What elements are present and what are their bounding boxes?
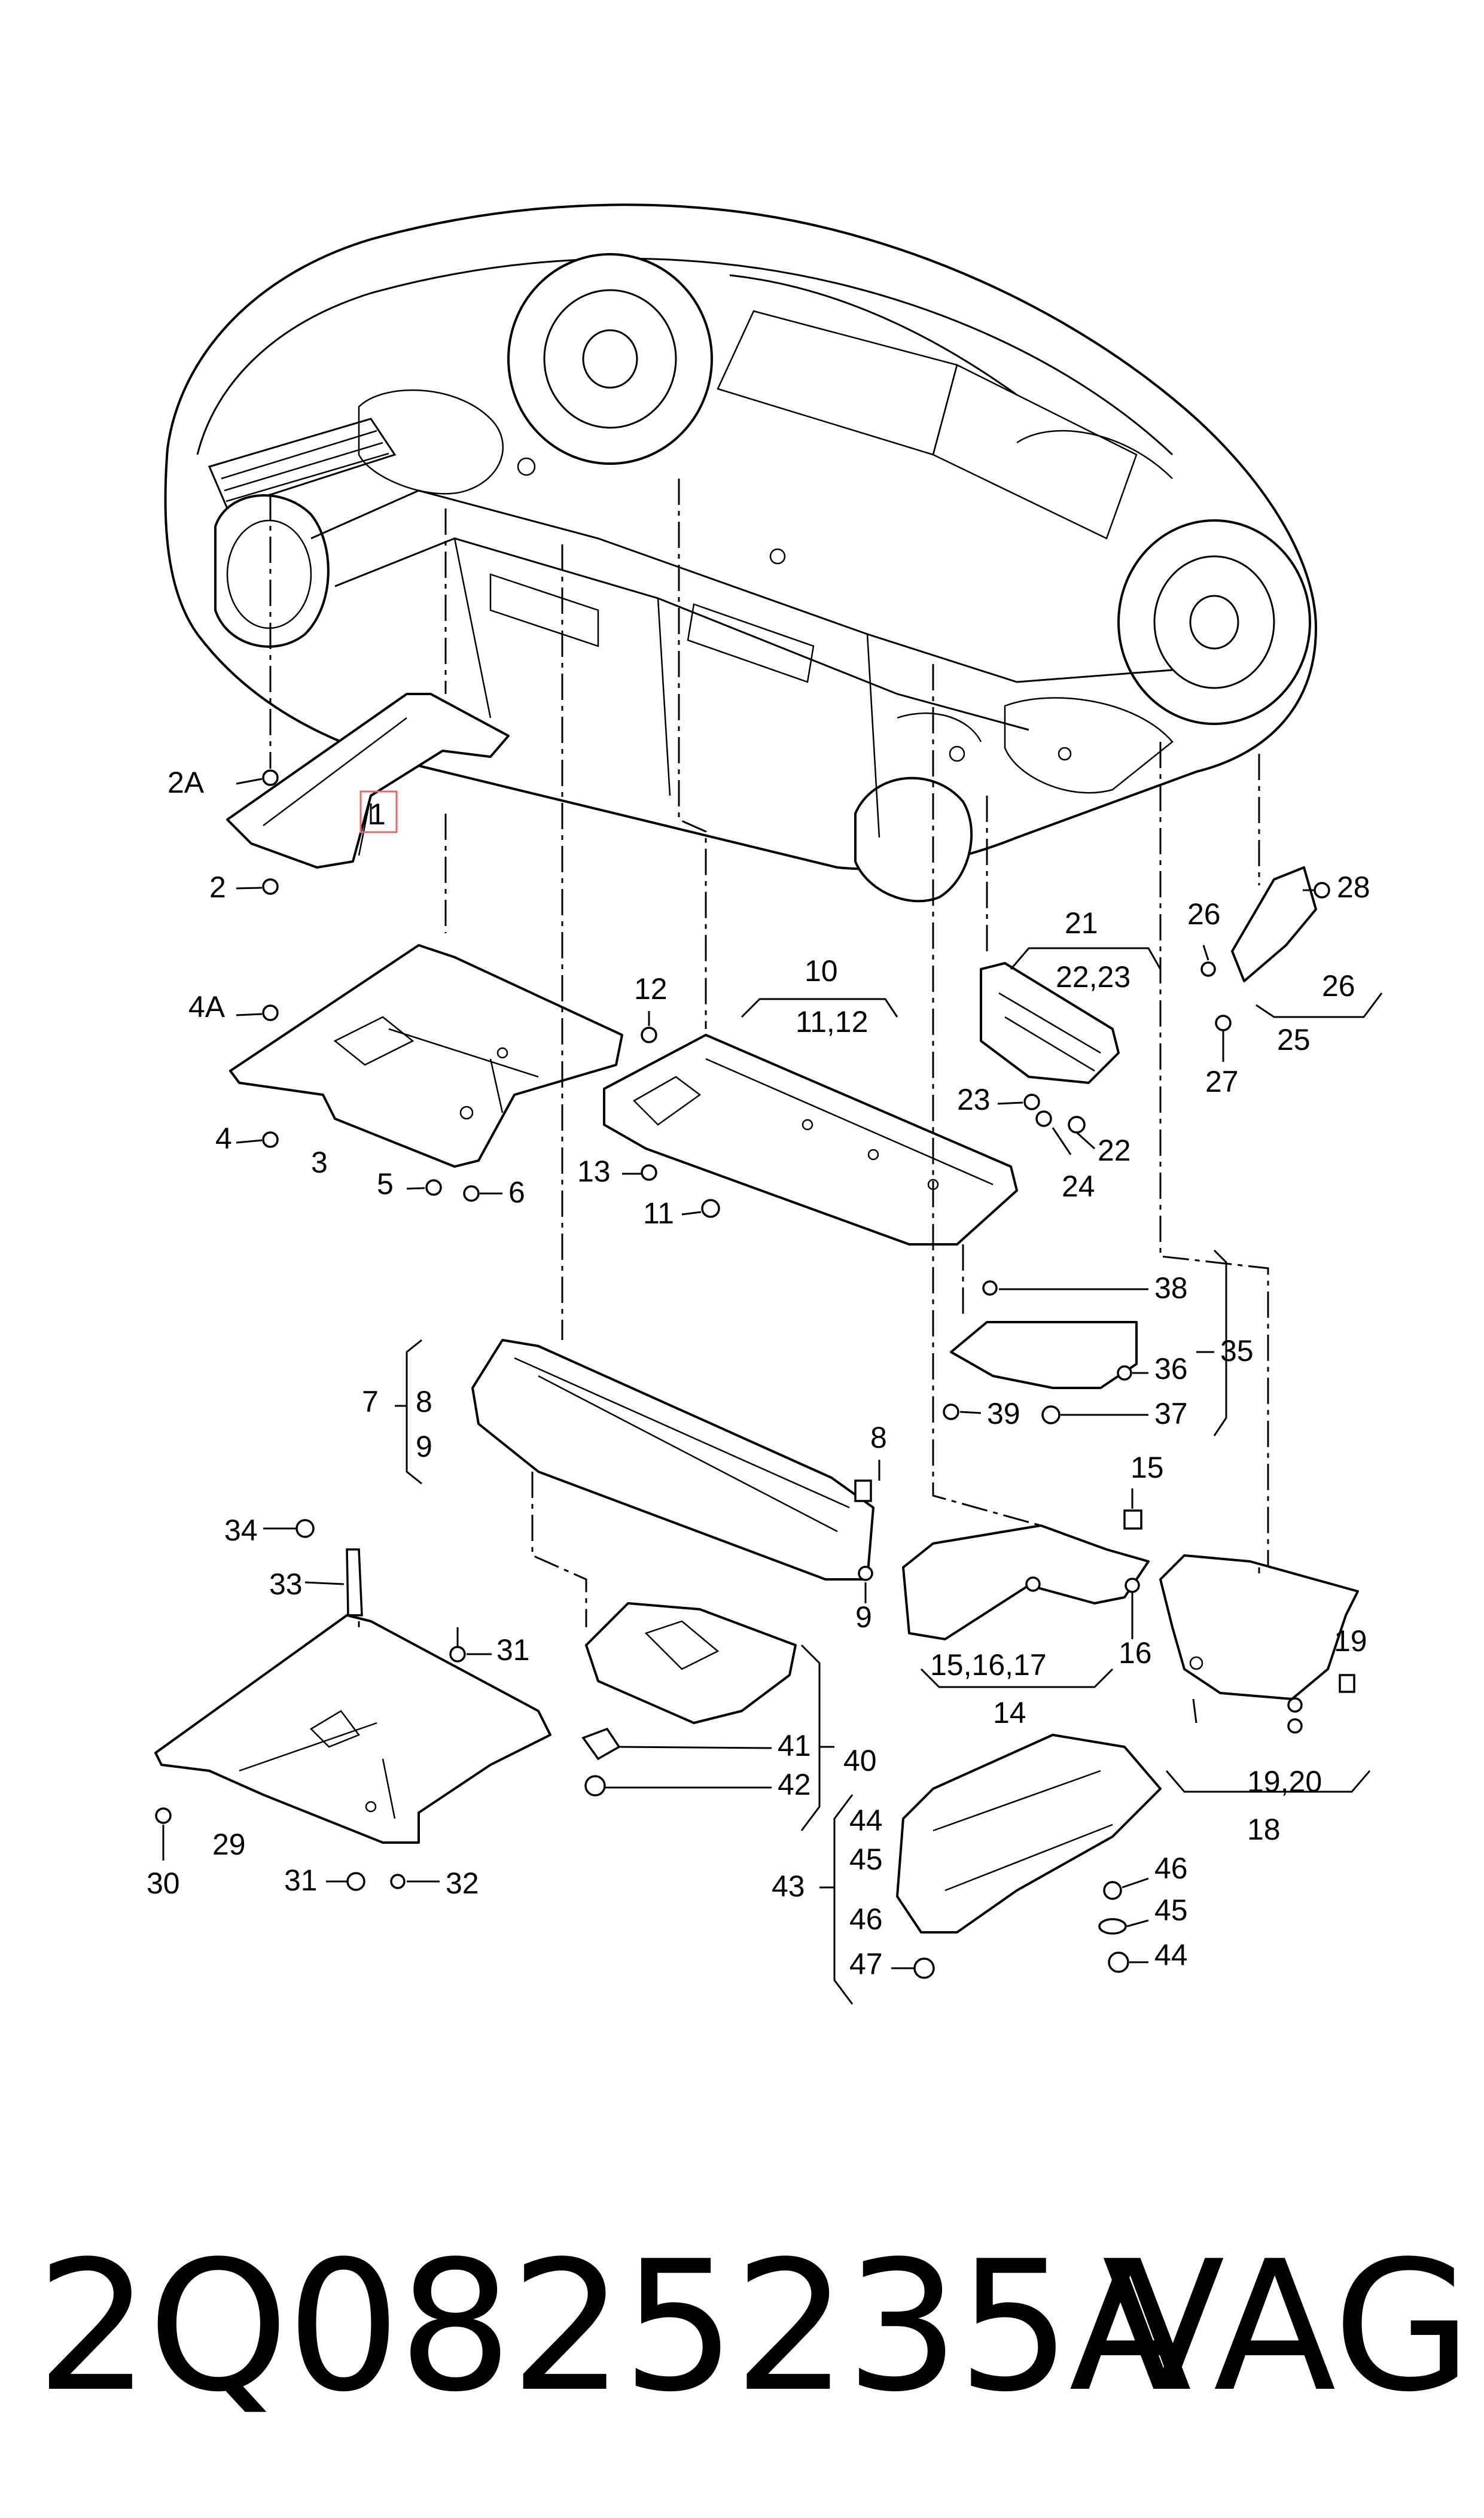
fasteners-21 [997,1094,1096,1155]
callout-22-23: 22,23 [1056,960,1130,994]
callout-19: 19 [1334,1624,1367,1658]
callout-25: 25 [1277,1023,1311,1056]
callout-6: 6 [508,1176,525,1209]
callout-34: 34 [224,1514,258,1547]
callout-22: 22 [1098,1134,1131,1167]
callout-28: 28 [1337,870,1370,904]
fasteners-14 [1025,1488,1142,1639]
callout-31a: 31 [496,1633,530,1667]
part-29-front-undershield [154,1614,551,1844]
part-25-wheelhouse-trim [1231,866,1317,982]
callout-39: 39 [987,1397,1020,1430]
callout-9a: 9 [416,1430,432,1463]
part-3-engine-undershield [229,944,623,1168]
fasteners-25 [1200,882,1330,1062]
part-7-tunnel-heat-shield [471,1339,874,1581]
callout-44a: 44 [849,1804,883,1837]
callout-36: 36 [1154,1352,1188,1386]
fasteners-7 [854,1460,880,1603]
part-43-rear-undershield [896,1734,1162,1934]
callout-3: 3 [311,1146,328,1179]
callout-30: 30 [147,1867,180,1900]
callout-37: 37 [1154,1397,1188,1430]
brand-name: VAG [1102,2222,1472,2431]
assembly-guide-lines [269,479,1269,1724]
callout-5: 5 [377,1167,394,1201]
callout-9b: 9 [855,1600,872,1634]
callout-46a: 46 [849,1902,883,1936]
callout-23: 23 [957,1083,991,1116]
callout-27: 27 [1205,1065,1239,1098]
callout-19-20: 19,20 [1247,1765,1322,1798]
callout-11: 11 [643,1196,674,1230]
callout-2: 2 [209,870,226,904]
callout-47: 47 [849,1947,883,1981]
part-35-rear-shield [950,1321,1138,1389]
vehicle-underbody [164,203,1317,903]
callout-16: 16 [1119,1636,1152,1670]
callout-4a: 4A [188,990,226,1024]
fasteners-43 [891,1877,1149,1979]
callout-35: 35 [1220,1334,1254,1368]
fasteners-3 [236,1004,502,1202]
callout-21: 21 [1065,906,1098,940]
callout-2a: 2A [167,766,205,799]
callout-45a: 45 [849,1843,883,1876]
callout-7: 7 [362,1385,379,1418]
callout-46b: 46 [1154,1852,1188,1885]
callout-43: 43 [772,1870,805,1903]
part-number: 2Q0825235A [36,2222,1192,2431]
part-number-footer: 2Q0825235A VAG [0,2213,1484,2441]
fasteners-10 [622,1011,720,1218]
callout-18: 18 [1247,1813,1281,1846]
callout-42: 42 [778,1768,811,1801]
callout-14: 14 [993,1696,1026,1730]
callout-38: 38 [1154,1271,1188,1305]
callout-15-16-17: 15,16,17 [930,1648,1047,1682]
fasteners-35 [943,1280,1148,1424]
fasteners-18 [1287,1674,1355,1734]
callout-41: 41 [778,1729,811,1762]
callout-32: 32 [446,1867,479,1900]
part-18-rear-wheelhouse-shield [1159,1554,1359,1700]
part-1-highlight-box [359,790,398,833]
callout-31b: 31 [284,1864,318,1897]
callout-13: 13 [577,1155,611,1188]
part-1-trim-panel [226,693,510,869]
callout-29: 29 [212,1828,246,1861]
callout-8b: 8 [870,1421,887,1454]
callout-10: 10 [805,954,838,988]
callout-26b: 26 [1322,969,1355,1003]
callout-11-12: 11,12 [796,1005,868,1039]
callout-15: 15 [1130,1451,1164,1484]
callout-1: 1 [369,797,386,831]
parts-exploded-diagram: 1 2A 2 4A 4 3 5 6 12 10 11,12 13 11 [147,203,1383,2005]
part-40-heat-shield [585,1602,797,1724]
fasteners-40 [581,1727,772,1797]
fasteners-29 [155,1519,492,1891]
callout-45b: 45 [1154,1893,1188,1927]
callout-44b: 44 [1154,1938,1188,1972]
callout-26a: 26 [1187,897,1221,931]
callout-8a: 8 [416,1385,432,1418]
callout-40: 40 [843,1744,877,1777]
callout-33: 33 [269,1567,303,1601]
callout-24: 24 [1062,1170,1095,1203]
fasteners-2 [236,769,372,895]
part-21-rear-trim [980,962,1120,1084]
callout-4: 4 [215,1122,232,1155]
part-10-center-undershield [603,1034,1018,1246]
callout-12: 12 [634,972,668,1006]
